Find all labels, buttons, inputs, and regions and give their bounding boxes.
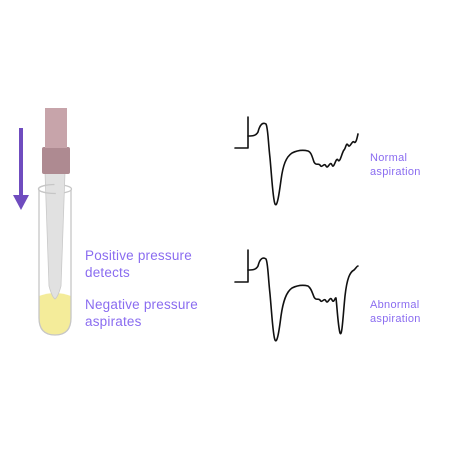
abnormal-label: Abnormal bbox=[370, 299, 420, 311]
abnormal-aspiration-label: aspiration bbox=[370, 313, 421, 325]
normal-aspiration-label: aspiration bbox=[370, 166, 421, 178]
abnormal-aspiration-trace bbox=[234, 249, 359, 342]
tube-rim-front bbox=[37, 183, 73, 195]
normal-label: Normal bbox=[370, 152, 408, 164]
negative-pressure-aspirates-label: aspirates bbox=[85, 314, 142, 329]
tube-body bbox=[38, 189, 72, 336]
pipette-collar bbox=[42, 147, 70, 174]
down-arrow-icon bbox=[13, 128, 29, 210]
tube-liquid bbox=[39, 293, 71, 335]
normal-aspiration-trace bbox=[234, 116, 359, 206]
pipette-tip-icon bbox=[37, 108, 73, 300]
probe-body bbox=[44, 171, 66, 300]
positive-pressure-label: Positive pressure bbox=[85, 248, 192, 263]
negative-pressure-label: Negative pressure bbox=[85, 297, 198, 312]
pipette-top bbox=[45, 108, 67, 148]
positive-pressure-detects-label: detects bbox=[85, 265, 130, 280]
